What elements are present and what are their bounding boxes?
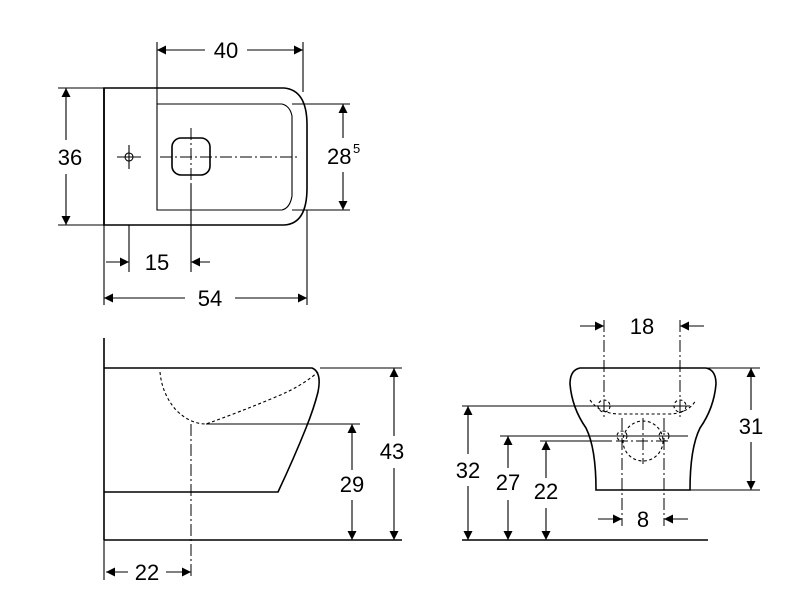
dimension-label-32: 32 xyxy=(456,458,480,483)
side-view-bowl-hidden xyxy=(159,371,319,425)
dimension-label-36: 36 xyxy=(58,145,82,170)
dimension-label-54: 54 xyxy=(198,286,222,311)
dimension-label-43: 43 xyxy=(380,439,404,464)
dimension-label-18: 18 xyxy=(630,314,654,339)
top-view-outline xyxy=(103,87,308,226)
dimension-label-28: 28 xyxy=(327,144,351,169)
dimension-label-28-superscript: 5 xyxy=(353,141,360,156)
front-view-bowl-hidden xyxy=(589,399,697,415)
dimension-label-40: 40 xyxy=(214,38,238,63)
dimension-label-22-front: 22 xyxy=(534,479,558,504)
side-view: 43 29 22 xyxy=(103,338,404,585)
dimension-label-22: 22 xyxy=(135,560,159,585)
top-view-inner-rim xyxy=(156,103,293,211)
front-view: 18 31 32 27 22 8 xyxy=(456,314,763,541)
dimension-label-31: 31 xyxy=(739,414,763,439)
dimension-label-8: 8 xyxy=(637,507,649,532)
top-view: 40 36 28 5 15 54 xyxy=(58,38,360,311)
side-view-outline xyxy=(104,367,320,493)
dimension-label-29: 29 xyxy=(340,472,364,497)
dimension-label-27: 27 xyxy=(496,470,520,495)
dimension-label-15: 15 xyxy=(145,250,169,275)
